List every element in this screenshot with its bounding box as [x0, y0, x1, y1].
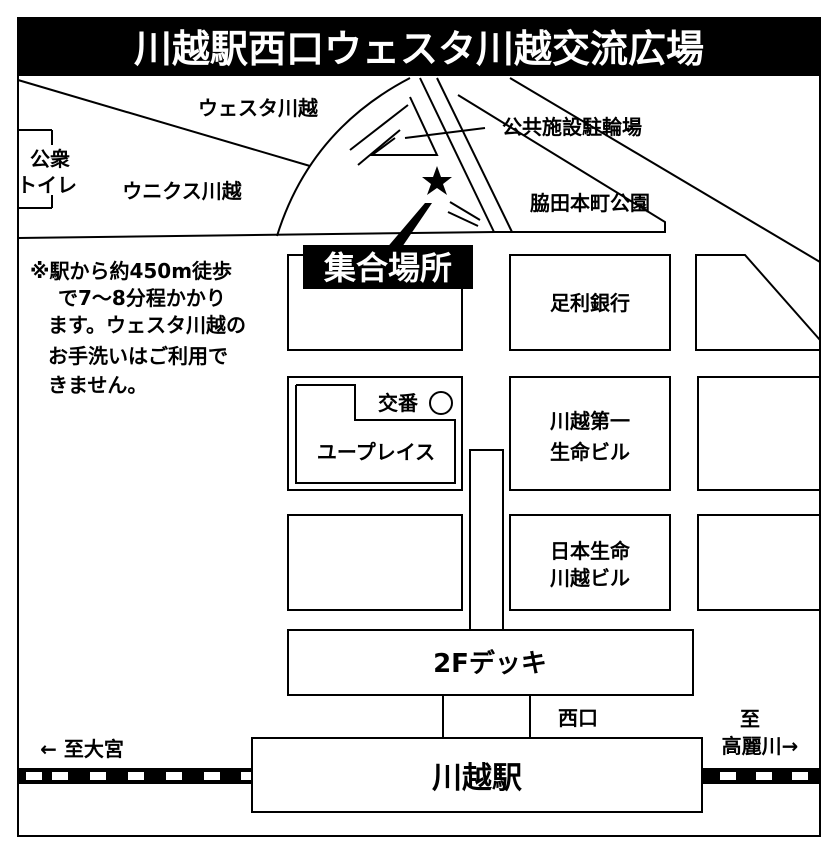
plaza-structure [349, 96, 486, 227]
note-line: きません。 [48, 373, 147, 397]
westa-label: ウェスタ川越 [198, 96, 319, 120]
bike-parking-label: 公共施設駐輪場 [502, 115, 642, 139]
station-label: 川越駅 [432, 761, 522, 796]
toilet-label-2: トイレ [17, 173, 77, 197]
to-komagawa-label-1: 至 [740, 707, 760, 731]
note-line: で7～8分程かかり [58, 286, 226, 310]
note-line: ※駅から約450m徒歩 [30, 259, 232, 283]
meeting-point-badge [303, 245, 473, 289]
to-komagawa-label-2: 高麗川→ [722, 734, 799, 758]
to-omiya-label: ← 至大宮 [40, 737, 124, 761]
deck-walkway [469, 449, 504, 630]
roads [17, 77, 821, 263]
walking-note: ※駅から約450m徒歩 で7～8分程かかり ます。ウェスタ川越の お手洗いはご利… [30, 259, 246, 397]
dai-ichi-label-1: 川越第一 [549, 409, 630, 433]
unicus-label: ウニクス川越 [122, 179, 242, 203]
note-line: お手洗いはご利用で [48, 344, 228, 368]
pointer-icon [385, 203, 432, 250]
circle-icon [429, 391, 453, 415]
bank-label: 足利銀行 [550, 291, 630, 315]
deck [287, 629, 694, 696]
meeting-point-label: 集合場所 [323, 249, 452, 287]
west-exit-label: 西口 [558, 706, 598, 730]
park-label: 脇田本町公園 [530, 191, 650, 215]
map-title: 川越駅西口ウェスタ川越交流広場 [134, 27, 704, 71]
toilet-label-1: 公衆 [30, 147, 70, 171]
deck-label: 2Fデッキ [433, 648, 547, 679]
note-line: ます。ウェスタ川越の [48, 313, 246, 337]
koban-label: 交番 [378, 391, 419, 415]
railway [18, 768, 820, 784]
toilet-building [17, 129, 52, 209]
nihon-label-2: 川越ビル [549, 566, 630, 590]
uplace-label: ユープレイス [317, 440, 435, 464]
star-icon [422, 166, 452, 195]
title-bar [18, 18, 820, 76]
dai-ichi-label-2: 生命ビル [550, 440, 630, 464]
nihon-label-1: 日本生命 [550, 539, 631, 563]
kawagoe-station [251, 737, 703, 813]
